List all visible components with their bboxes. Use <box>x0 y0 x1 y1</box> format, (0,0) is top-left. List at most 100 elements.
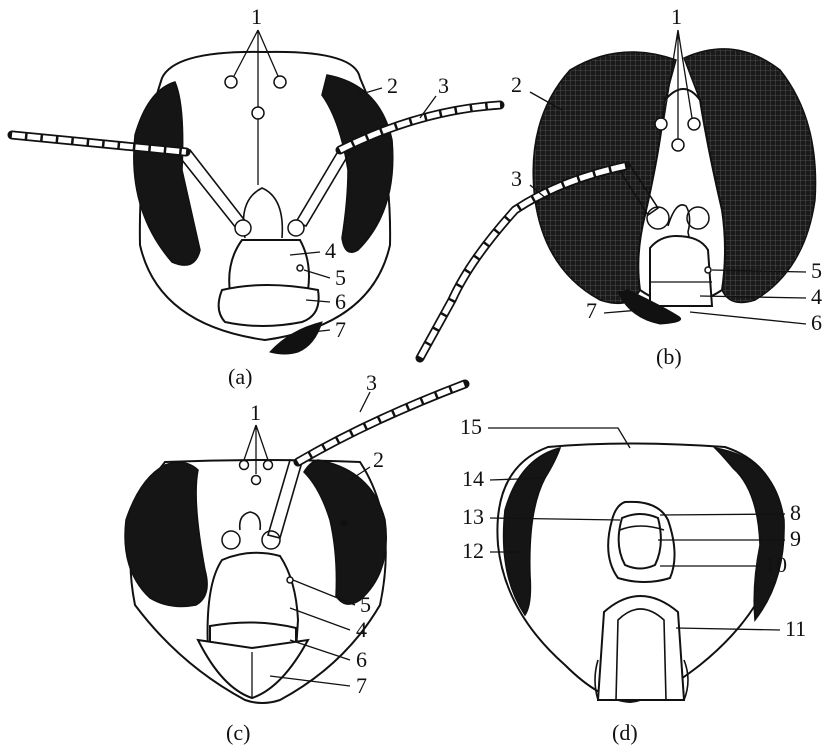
label-4b: 4 <box>811 284 822 309</box>
leader-11d <box>675 627 781 631</box>
foramen-inner-d <box>617 513 662 570</box>
leader-14d <box>489 477 546 481</box>
leader-7a <box>311 329 331 333</box>
ocellus-right-a <box>273 75 287 89</box>
mandible-a <box>269 321 323 355</box>
frons-b <box>667 204 691 243</box>
tentorial-pit-c <box>286 576 294 584</box>
label-5b: 5 <box>811 258 822 283</box>
label-7c: 7 <box>356 673 367 698</box>
label-10d: 10 <box>765 552 787 577</box>
ocellus-right-c <box>262 459 274 471</box>
ocellus-left-c <box>238 459 250 471</box>
panel-a: 1 2 3 4 5 6 7 (a) <box>7 4 505 389</box>
head-capsule-a <box>138 50 392 342</box>
ocellus-median-a <box>251 106 265 120</box>
tentorial-bridge-d <box>619 525 665 531</box>
leader-6c <box>289 639 351 661</box>
leader-4b <box>699 295 807 299</box>
caption-c: (c) <box>226 720 250 745</box>
antennal-socket-right-c <box>261 530 281 550</box>
compound-eye-right-c <box>303 459 387 605</box>
label-2b: 2 <box>511 72 522 97</box>
flagellum-right-inner-a <box>338 102 501 153</box>
leader-1b <box>663 29 693 139</box>
ocellus-left-a <box>224 75 238 89</box>
label-7a: 7 <box>335 317 346 342</box>
leader-7b <box>603 309 641 314</box>
label-1c: 1 <box>250 400 261 425</box>
postgena-right-d <box>683 659 689 701</box>
label-6b: 6 <box>811 310 822 335</box>
leader-5a <box>303 269 331 279</box>
antennal-socket-left-b <box>646 206 670 230</box>
panel-d: 8 9 10 11 12 13 14 15 (d) <box>460 414 806 745</box>
leader-5c <box>292 579 356 606</box>
caption-b: (b) <box>656 344 682 369</box>
leader-3a <box>419 95 437 119</box>
tentorial-pit-b <box>704 266 712 274</box>
label-2c: 2 <box>373 447 384 472</box>
leader-6a <box>305 299 331 303</box>
label-5c: 5 <box>360 592 371 617</box>
ocellus-median-c <box>250 474 262 486</box>
label-6c: 6 <box>356 647 367 672</box>
label-9d: 9 <box>790 526 801 551</box>
eye-dot-c <box>340 519 348 527</box>
tentorial-pit-a <box>296 264 304 272</box>
label-13d: 13 <box>462 504 484 529</box>
antennal-socket-right-b <box>686 206 710 230</box>
flagellum-left-inner-a <box>11 132 187 155</box>
label-14d: 14 <box>462 466 484 491</box>
compound-eye-left-d <box>502 446 562 617</box>
label-5a: 5 <box>335 265 346 290</box>
hypostoma-inner-d <box>615 608 667 701</box>
caption-a: (a) <box>228 364 252 389</box>
leader-1c <box>243 424 269 474</box>
flagellum-inner-b <box>417 163 626 360</box>
ocellus-right-b <box>687 117 701 131</box>
leader-8d <box>659 513 786 516</box>
hypostoma-d <box>596 595 686 701</box>
leader-2a <box>357 87 383 96</box>
label-1b: 1 <box>671 4 682 29</box>
label-11d: 11 <box>785 616 806 641</box>
label-3b: 3 <box>511 166 522 191</box>
flagellum-inner-c <box>296 381 466 465</box>
ocellus-median-b <box>671 138 685 152</box>
frons-c <box>238 511 262 531</box>
antennal-socket-right-a <box>287 219 305 237</box>
panel-c: 1 2 3 4 5 6 7 (c) <box>124 370 470 745</box>
clypeus-b <box>649 234 714 307</box>
leader-3c <box>359 391 371 413</box>
label-2a: 2 <box>387 73 398 98</box>
leader-13d <box>489 517 621 521</box>
leader-4a <box>289 251 321 256</box>
ocellus-left-b <box>654 117 668 131</box>
label-12d: 12 <box>462 538 484 563</box>
label-4a: 4 <box>325 238 336 263</box>
label-7b: 7 <box>586 298 597 323</box>
label-1a: 1 <box>251 4 262 29</box>
label-6a: 6 <box>335 289 346 314</box>
label-15d: 15 <box>460 414 482 439</box>
leader-2c <box>349 466 371 481</box>
labrum-a <box>217 284 320 327</box>
postgena-left-d <box>594 659 599 701</box>
leader-2b <box>529 91 563 111</box>
label-3c: 3 <box>366 370 377 395</box>
caption-d: (d) <box>612 720 638 745</box>
leader-7c <box>269 675 351 687</box>
leader-3b <box>529 184 549 201</box>
antennal-socket-left-c <box>221 530 241 550</box>
mandible-b <box>617 289 682 325</box>
compound-eye-right-d <box>712 446 785 622</box>
leader-6b <box>689 311 807 325</box>
leader-15d <box>488 427 631 449</box>
leader-4c <box>289 607 351 631</box>
panel-b: 1 2 3 4 5 6 7 (b) <box>415 4 822 369</box>
compound-eye-left-c <box>124 461 208 608</box>
label-3a: 3 <box>438 73 449 98</box>
label-8d: 8 <box>790 500 801 525</box>
